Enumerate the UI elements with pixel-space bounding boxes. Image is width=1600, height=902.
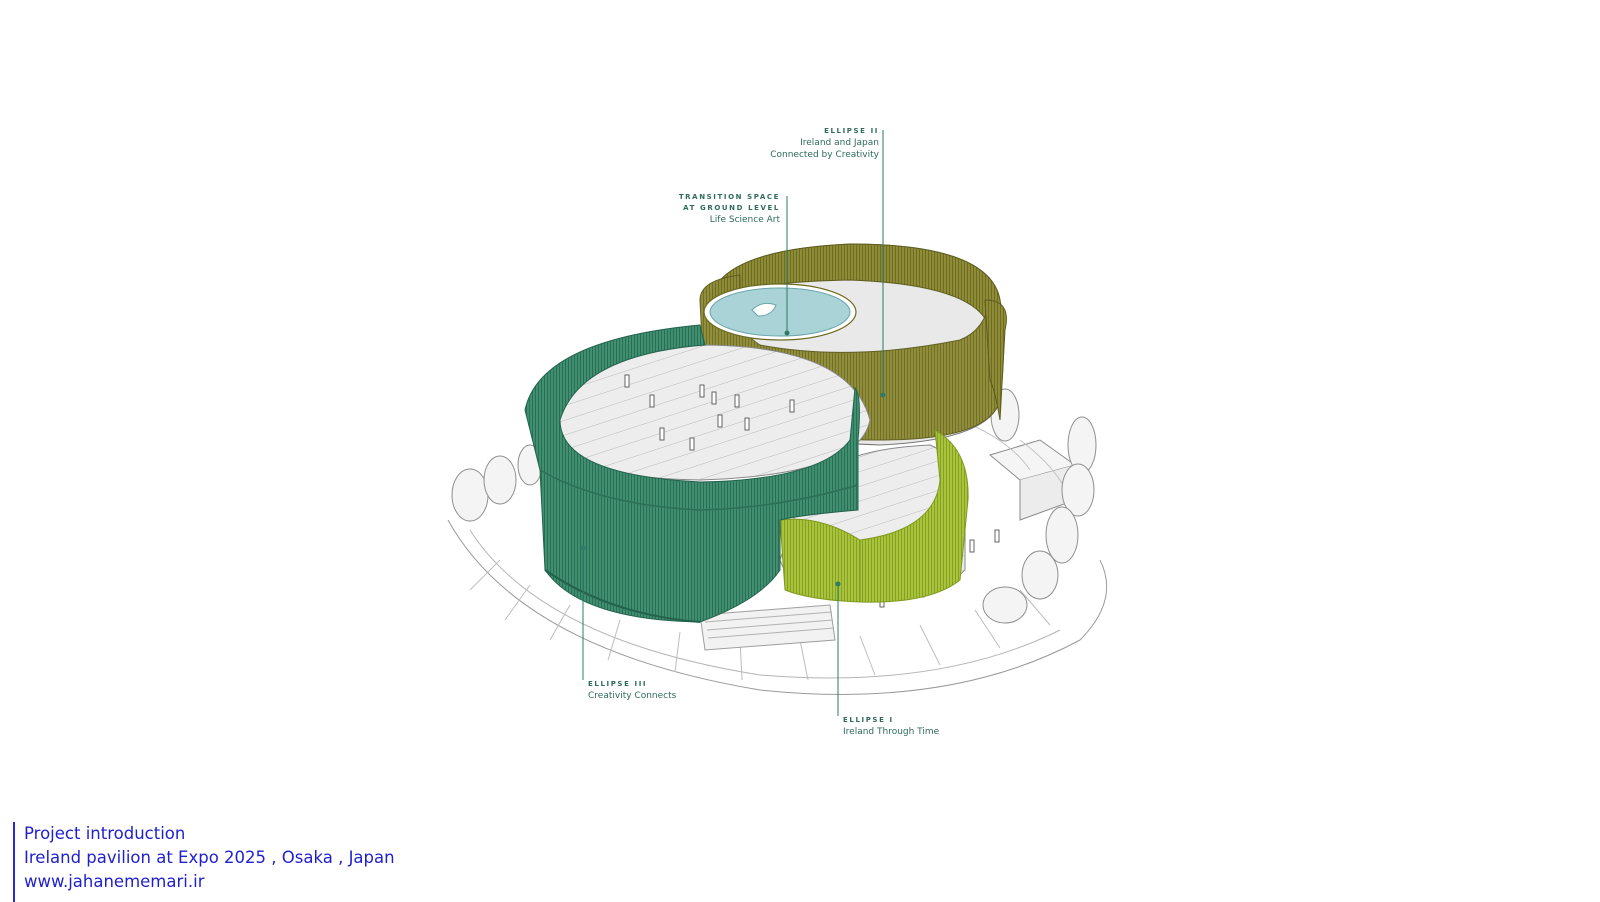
caption-website: www.jahanememari.ir — [24, 872, 205, 891]
callout-ellipse-iii: ELLIPSE III Creativity Connects — [588, 680, 677, 701]
callout-transition-head2: AT GROUND LEVEL — [683, 204, 780, 212]
ellipse-iii-structure — [524, 324, 860, 623]
callout-transition-line1: Life Science Art — [710, 215, 781, 225]
caption-subtitle: Ireland pavilion at Expo 2025 , Osaka , … — [24, 848, 395, 867]
callout-ellipse-i-head: ELLIPSE I — [843, 716, 894, 724]
callout-ellipse-ii: ELLIPSE II Ireland and Japan Connected b… — [770, 127, 879, 160]
transition-pool — [703, 283, 857, 341]
callout-transition-space: TRANSITION SPACE AT GROUND LEVEL Life Sc… — [679, 193, 781, 225]
callout-ellipse-i: ELLIPSE I Ireland Through Time — [843, 716, 940, 737]
callout-ellipse-i-line1: Ireland Through Time — [843, 727, 940, 737]
site-ground — [447, 419, 1108, 695]
callout-ellipse-ii-line1: Ireland and Japan — [800, 138, 879, 148]
caption-title: Project introduction — [24, 824, 186, 843]
project-caption: Project introduction Ireland pavilion at… — [13, 822, 395, 902]
callout-transition-head1: TRANSITION SPACE — [679, 193, 780, 201]
callout-ellipse-iii-line1: Creativity Connects — [588, 691, 677, 701]
leader-lines — [580, 130, 886, 716]
callout-ellipse-iii-head: ELLIPSE III — [588, 680, 647, 688]
callout-ellipse-ii-head: ELLIPSE II — [824, 127, 879, 135]
callout-ellipse-ii-line2: Connected by Creativity — [770, 150, 879, 160]
